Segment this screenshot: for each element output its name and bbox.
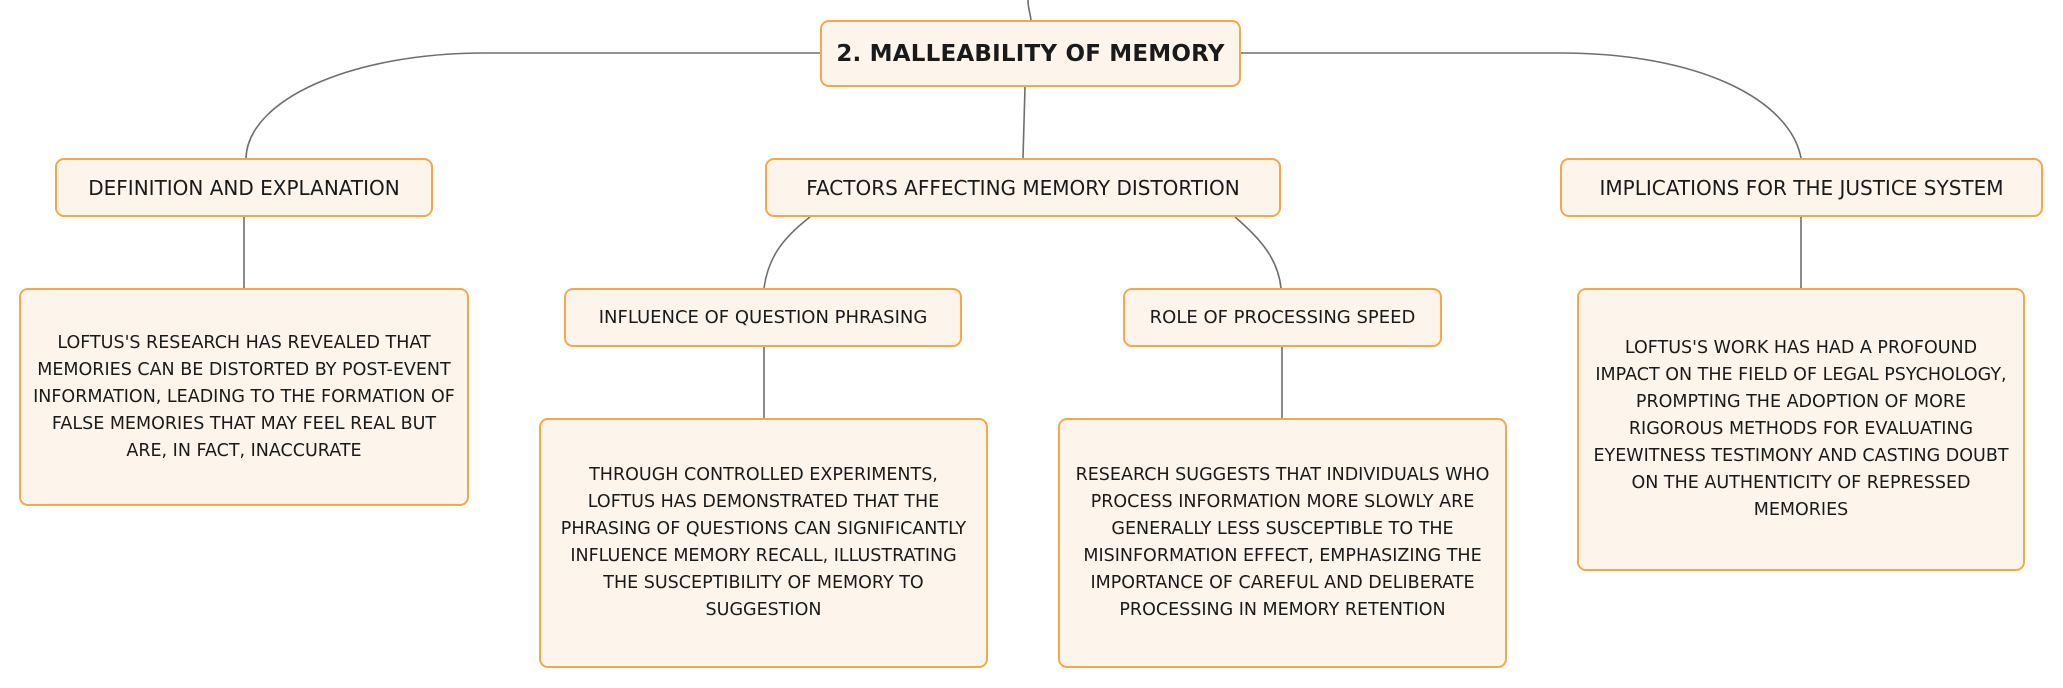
topic-label: FACTORS AFFECTING MEMORY DISTORTION	[806, 175, 1240, 200]
subtopic-role-of-processing-speed[interactable]: ROLE OF PROCESSING SPEED	[1123, 288, 1442, 347]
root-topic-title: 2. MALLEABILITY OF MEMORY	[836, 40, 1225, 67]
root-topic-node[interactable]: 2. MALLEABILITY OF MEMORY	[820, 20, 1241, 87]
topic-label: IMPLICATIONS FOR THE JUSTICE SYSTEM	[1599, 175, 2004, 200]
detail-processing-speed[interactable]: RESEARCH SUGGESTS THAT INDIVIDUALS WHO P…	[1058, 418, 1507, 668]
connector-root-to-factors	[1022, 86, 1026, 159]
topic-definition-and-explanation[interactable]: DEFINITION AND EXPLANATION	[55, 158, 433, 217]
detail-text: THROUGH CONTROLLED EXPERIMENTS, LOFTUS H…	[560, 465, 967, 620]
detail-text: LOFTUS'S WORK HAS HAD A PROFOUND IMPACT …	[1593, 338, 2009, 520]
connector-root-to-definition	[245, 52, 820, 159]
topic-label: DEFINITION AND EXPLANATION	[88, 175, 400, 200]
subtopic-influence-of-question-phrasing[interactable]: INFLUENCE OF QUESTION PHRASING	[564, 288, 962, 347]
detail-definition[interactable]: LOFTUS'S RESEARCH HAS REVEALED THAT MEMO…	[19, 288, 469, 506]
detail-text: LOFTUS'S RESEARCH HAS REVEALED THAT MEMO…	[33, 332, 455, 461]
detail-text: RESEARCH SUGGESTS THAT INDIVIDUALS WHO P…	[1075, 465, 1490, 620]
connector-factors-to-phrasing	[763, 216, 811, 289]
detail-justice-system[interactable]: LOFTUS'S WORK HAS HAD A PROFOUND IMPACT …	[1577, 288, 2025, 571]
topic-implications-for-justice-system[interactable]: IMPLICATIONS FOR THE JUSTICE SYSTEM	[1560, 158, 2043, 217]
connector-parent-to-root	[1027, 0, 1032, 21]
subtopic-label: ROLE OF PROCESSING SPEED	[1149, 307, 1416, 328]
topic-factors-affecting-memory-distortion[interactable]: FACTORS AFFECTING MEMORY DISTORTION	[765, 158, 1281, 217]
detail-question-phrasing[interactable]: THROUGH CONTROLLED EXPERIMENTS, LOFTUS H…	[539, 418, 988, 668]
connector-factors-to-speed	[1234, 216, 1282, 289]
connector-root-to-implications	[1241, 52, 1802, 159]
subtopic-label: INFLUENCE OF QUESTION PHRASING	[598, 307, 928, 328]
